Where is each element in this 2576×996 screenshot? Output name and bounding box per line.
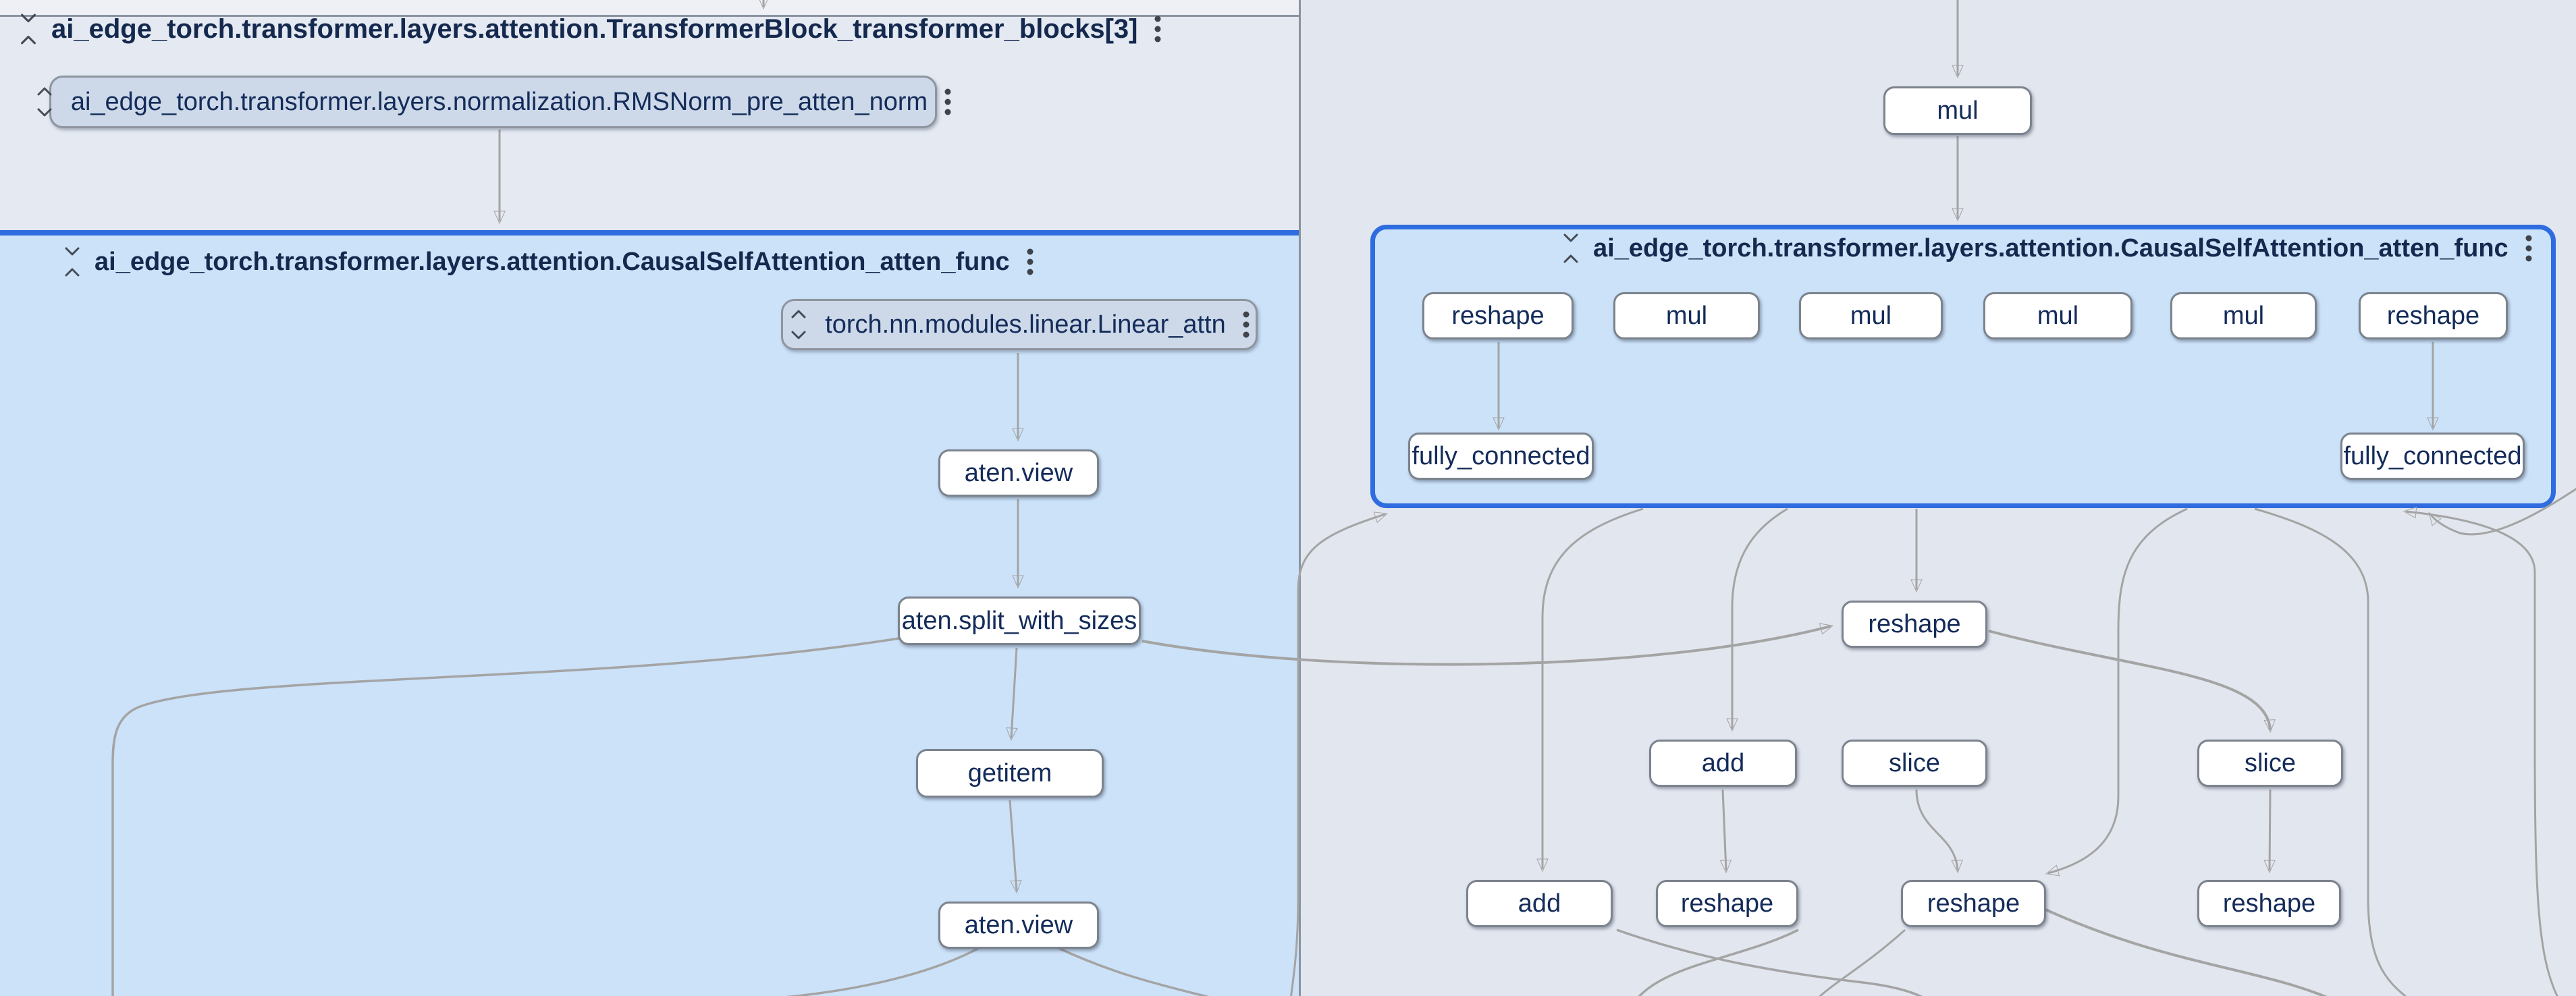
group-header-transformer-block[interactable]: ai_edge_torch.transformer.layers.attenti…	[18, 13, 1162, 45]
node-label: aten.view	[964, 910, 1073, 939]
node-r1-mul4[interactable]: mul	[2170, 292, 2317, 339]
group-header-causal-self-attention-left[interactable]: ai_edge_torch.transformer.layers.attenti…	[62, 247, 1034, 277]
node-label: mul	[2037, 301, 2079, 330]
collapsed-group-rmsnorm[interactable]: ai_edge_torch.transformer.layers.normali…	[37, 76, 951, 128]
node-label: reshape	[2386, 301, 2480, 330]
group-title: ai_edge_torch.transformer.layers.attenti…	[95, 247, 1010, 276]
node-fc-right[interactable]: fully_connected	[2340, 433, 2525, 480]
group-header-causal-self-attention-right[interactable]: ai_edge_torch.transformer.layers.attenti…	[1561, 233, 2533, 263]
unfold-less-icon[interactable]	[18, 13, 39, 45]
node-r3-slice2[interactable]: slice	[2197, 740, 2343, 787]
three-dot-menu-icon[interactable]	[2525, 233, 2533, 263]
node-fc-left[interactable]: fully_connected	[1408, 433, 1594, 480]
unfold-less-icon[interactable]	[1561, 233, 1581, 263]
node-l-view2[interactable]: aten.view	[938, 902, 1099, 949]
node-mid-reshape[interactable]: reshape	[1842, 601, 1987, 648]
node-r4-add[interactable]: add	[1466, 880, 1613, 927]
node-r4-reshape3[interactable]: reshape	[2197, 880, 2341, 927]
node-label: reshape	[2222, 889, 2316, 918]
node-label: mul	[1665, 301, 1708, 330]
node-l-view1[interactable]: aten.view	[938, 449, 1099, 497]
group-title: ai_edge_torch.transformer.layers.attenti…	[1593, 233, 2508, 262]
node-label: fully_connected	[2343, 441, 2522, 470]
node-l-getitem[interactable]: getitem	[916, 749, 1104, 798]
node-label: add	[1518, 889, 1561, 918]
node-r1-mul3[interactable]: mul	[1983, 292, 2132, 339]
node-label: slice	[2244, 748, 2297, 777]
three-dot-menu-icon[interactable]	[1026, 247, 1034, 277]
node-mul-top[interactable]: mul	[1883, 86, 2032, 135]
node-r1-reshape1[interactable]: reshape	[1422, 292, 1574, 339]
node-label: fully_connected	[1412, 441, 1590, 470]
node-label: mul	[2222, 301, 2265, 330]
node-r4-reshape2[interactable]: reshape	[1901, 880, 2046, 927]
node-label: reshape	[1680, 889, 1774, 918]
node-label: aten.split_with_sizes	[901, 606, 1137, 635]
node-r4-reshape1[interactable]: reshape	[1656, 880, 1798, 927]
three-dot-menu-icon[interactable]	[944, 87, 952, 117]
collapsed-group-label: ai_edge_torch.transformer.layers.normali…	[70, 87, 928, 116]
node-label: slice	[1888, 748, 1941, 777]
collapsed-group-label: torch.nn.modules.linear.Linear_attn	[825, 310, 1226, 339]
node-r1-reshape2[interactable]: reshape	[2359, 292, 2508, 339]
node-label: add	[1701, 748, 1745, 777]
node-label: getitem	[967, 758, 1052, 787]
unfold-more-icon[interactable]	[34, 87, 55, 117]
node-label: mul	[1937, 96, 1979, 125]
node-label: reshape	[1451, 301, 1545, 330]
group-title: ai_edge_torch.transformer.layers.attenti…	[51, 13, 1138, 44]
three-dot-menu-icon[interactable]	[1242, 310, 1250, 339]
node-r1-mul1[interactable]: mul	[1613, 292, 1760, 339]
three-dot-menu-icon[interactable]	[1154, 14, 1162, 44]
unfold-more-icon[interactable]	[788, 310, 809, 339]
node-label: mul	[1850, 301, 1892, 330]
node-label: reshape	[1868, 609, 1961, 638]
unfold-less-icon[interactable]	[62, 247, 82, 277]
node-r3-add[interactable]: add	[1649, 740, 1797, 787]
node-r1-mul2[interactable]: mul	[1799, 292, 1943, 339]
node-label: aten.view	[964, 458, 1073, 487]
node-label: reshape	[1927, 889, 2020, 918]
collapsed-group-linear-attn[interactable]: torch.nn.modules.linear.Linear_attn	[781, 299, 1258, 350]
node-r3-slice1[interactable]: slice	[1842, 740, 1987, 787]
node-l-split[interactable]: aten.split_with_sizes	[898, 597, 1141, 645]
